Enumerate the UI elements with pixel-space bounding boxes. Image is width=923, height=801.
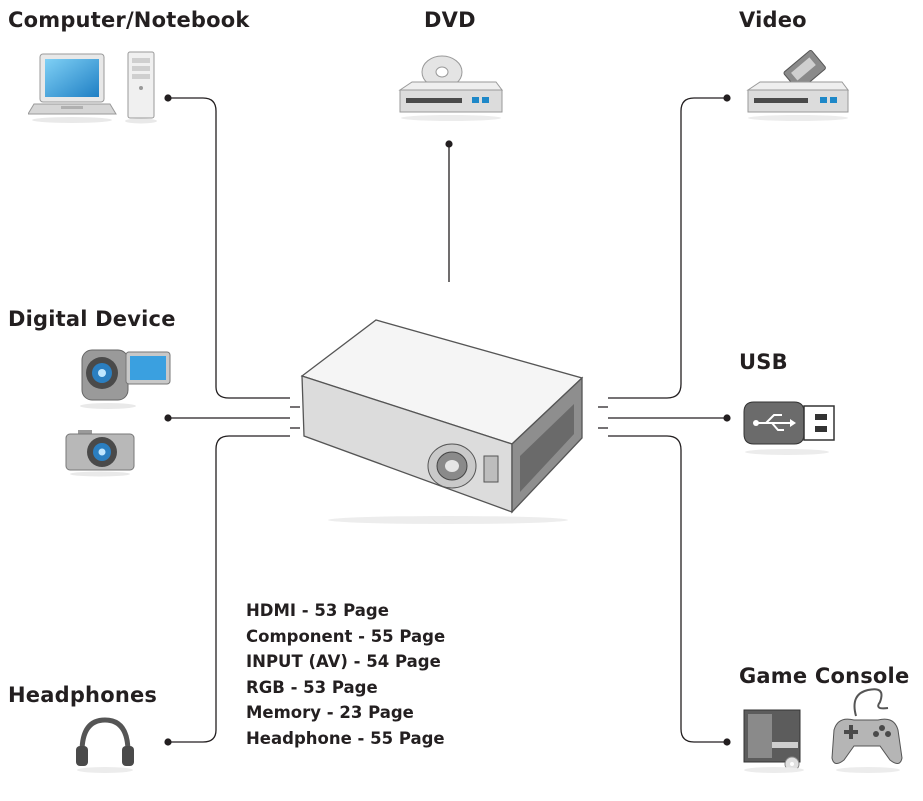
game-console-icon: [743, 709, 804, 773]
reference-input-av: INPUT (AV) - 54 Page: [246, 652, 441, 672]
label-computer-notebook: Computer/Notebook: [8, 8, 250, 32]
reference-hdmi: HDMI - 53 Page: [246, 601, 389, 620]
digital-camera-icon: [65, 430, 135, 477]
label-dvd: DVD: [424, 8, 476, 32]
label-video: Video: [739, 8, 807, 32]
desktop-tower-icon: [125, 51, 157, 124]
dvd-player-icon: [398, 55, 503, 121]
video-player-icon: [746, 50, 849, 121]
reference-rgb: RGB - 53 Page: [246, 677, 378, 697]
label-game-console: Game Console: [739, 664, 910, 688]
gamepad-icon: [831, 688, 903, 773]
projector-icon: [300, 319, 584, 524]
usb-icon: [743, 401, 835, 455]
camcorder-icon: [80, 349, 171, 409]
connection-reference-list: HDMI - 53 Page Component - 55 Page INPUT…: [246, 598, 445, 752]
reference-component: Component - 55 Page: [246, 626, 446, 646]
label-usb: USB: [739, 350, 788, 374]
reference-headphone: Headphone - 55 Page: [246, 728, 445, 748]
laptop-icon: [28, 53, 117, 123]
reference-memory: Memory - 23 Page: [246, 703, 414, 723]
headphones-icon: [76, 717, 134, 773]
label-headphones: Headphones: [8, 683, 158, 707]
label-digital-device: Digital Device: [8, 307, 176, 331]
